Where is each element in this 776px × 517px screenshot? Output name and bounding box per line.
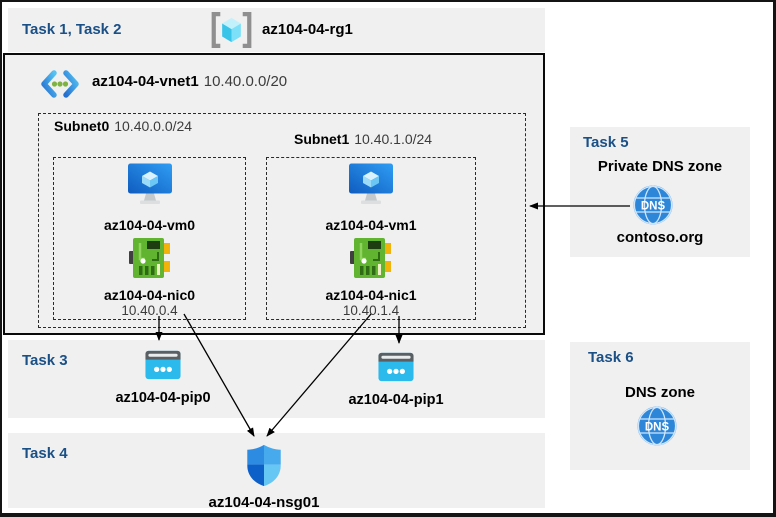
subnet0-name: Subnet0 (54, 118, 110, 134)
nsg-name: az104-04-nsg01 (208, 494, 320, 511)
virtual-network-icon (40, 70, 80, 103)
task6-label: Task 6 (588, 349, 634, 366)
resource-group-band: Task 1, Task 2 az104-04-rg1 (8, 8, 545, 52)
nsg-group: az104-04-nsg01 (206, 444, 322, 511)
pip1-icon (377, 348, 415, 390)
vnet-cidr: 10.40.0.0/20 (203, 73, 288, 90)
vm1-icon (348, 162, 394, 212)
dns-zone-icon: DNS (637, 406, 677, 451)
vm0-name: az104-04-vm0 (103, 217, 196, 233)
vnet-name: az104-04-vnet1 (92, 73, 199, 90)
pip0-group: az104-04-pip0 (105, 346, 221, 406)
pip0-icon (144, 346, 182, 388)
dns-zone-title: DNS zone (624, 384, 695, 401)
nic0-icon (128, 236, 172, 285)
private-dns-icon: DNS (633, 185, 673, 230)
pip1-name: az104-04-pip1 (348, 392, 444, 408)
vm0-icon (127, 162, 173, 212)
nic0-name: az104-04-nic0 (103, 287, 196, 303)
nic1-icon (349, 236, 393, 285)
pip1-group: az104-04-pip1 (338, 348, 454, 408)
task3-band: Task 3 az104-04-pip0 (8, 340, 545, 418)
subnet0-box: az104-04-vm0 (53, 157, 246, 320)
task5-label: Task 5 (583, 134, 629, 151)
task4-band: Task 4 az104-04-nsg01 (8, 433, 545, 511)
subnet1-box: az104-04-vm1 (266, 157, 476, 320)
subnet1-cidr: 10.40.1.0/24 (354, 131, 433, 147)
task-1-2-label: Task 1, Task 2 (22, 21, 122, 38)
resource-group-icon (210, 11, 253, 54)
nic1-name: az104-04-nic1 (325, 287, 417, 303)
resource-group-name: az104-04-rg1 (262, 21, 353, 38)
task4-label: Task 4 (22, 445, 68, 462)
task6-box: Task 6 DNS zone DNS (570, 342, 750, 470)
dns-icon-text: DNS (645, 422, 670, 434)
nic1-ip: 10.40.1.4 (342, 303, 400, 318)
private-dns-zone-name: contoso.org (616, 229, 704, 246)
nsg-icon (245, 444, 283, 492)
pip0-name: az104-04-pip0 (115, 390, 211, 406)
subnet1-name: Subnet1 (294, 131, 350, 147)
vm1-name: az104-04-vm1 (325, 217, 417, 233)
subnet0-cidr: 10.40.0.0/24 (114, 118, 193, 134)
dns-icon-text: DNS (641, 201, 666, 213)
task5-box: Task 5 Private DNS zone DNS contoso.org (570, 127, 750, 257)
nic0-ip: 10.40.0.4 (121, 303, 178, 318)
private-dns-zone-title: Private DNS zone (597, 158, 723, 175)
task3-label: Task 3 (22, 352, 68, 369)
